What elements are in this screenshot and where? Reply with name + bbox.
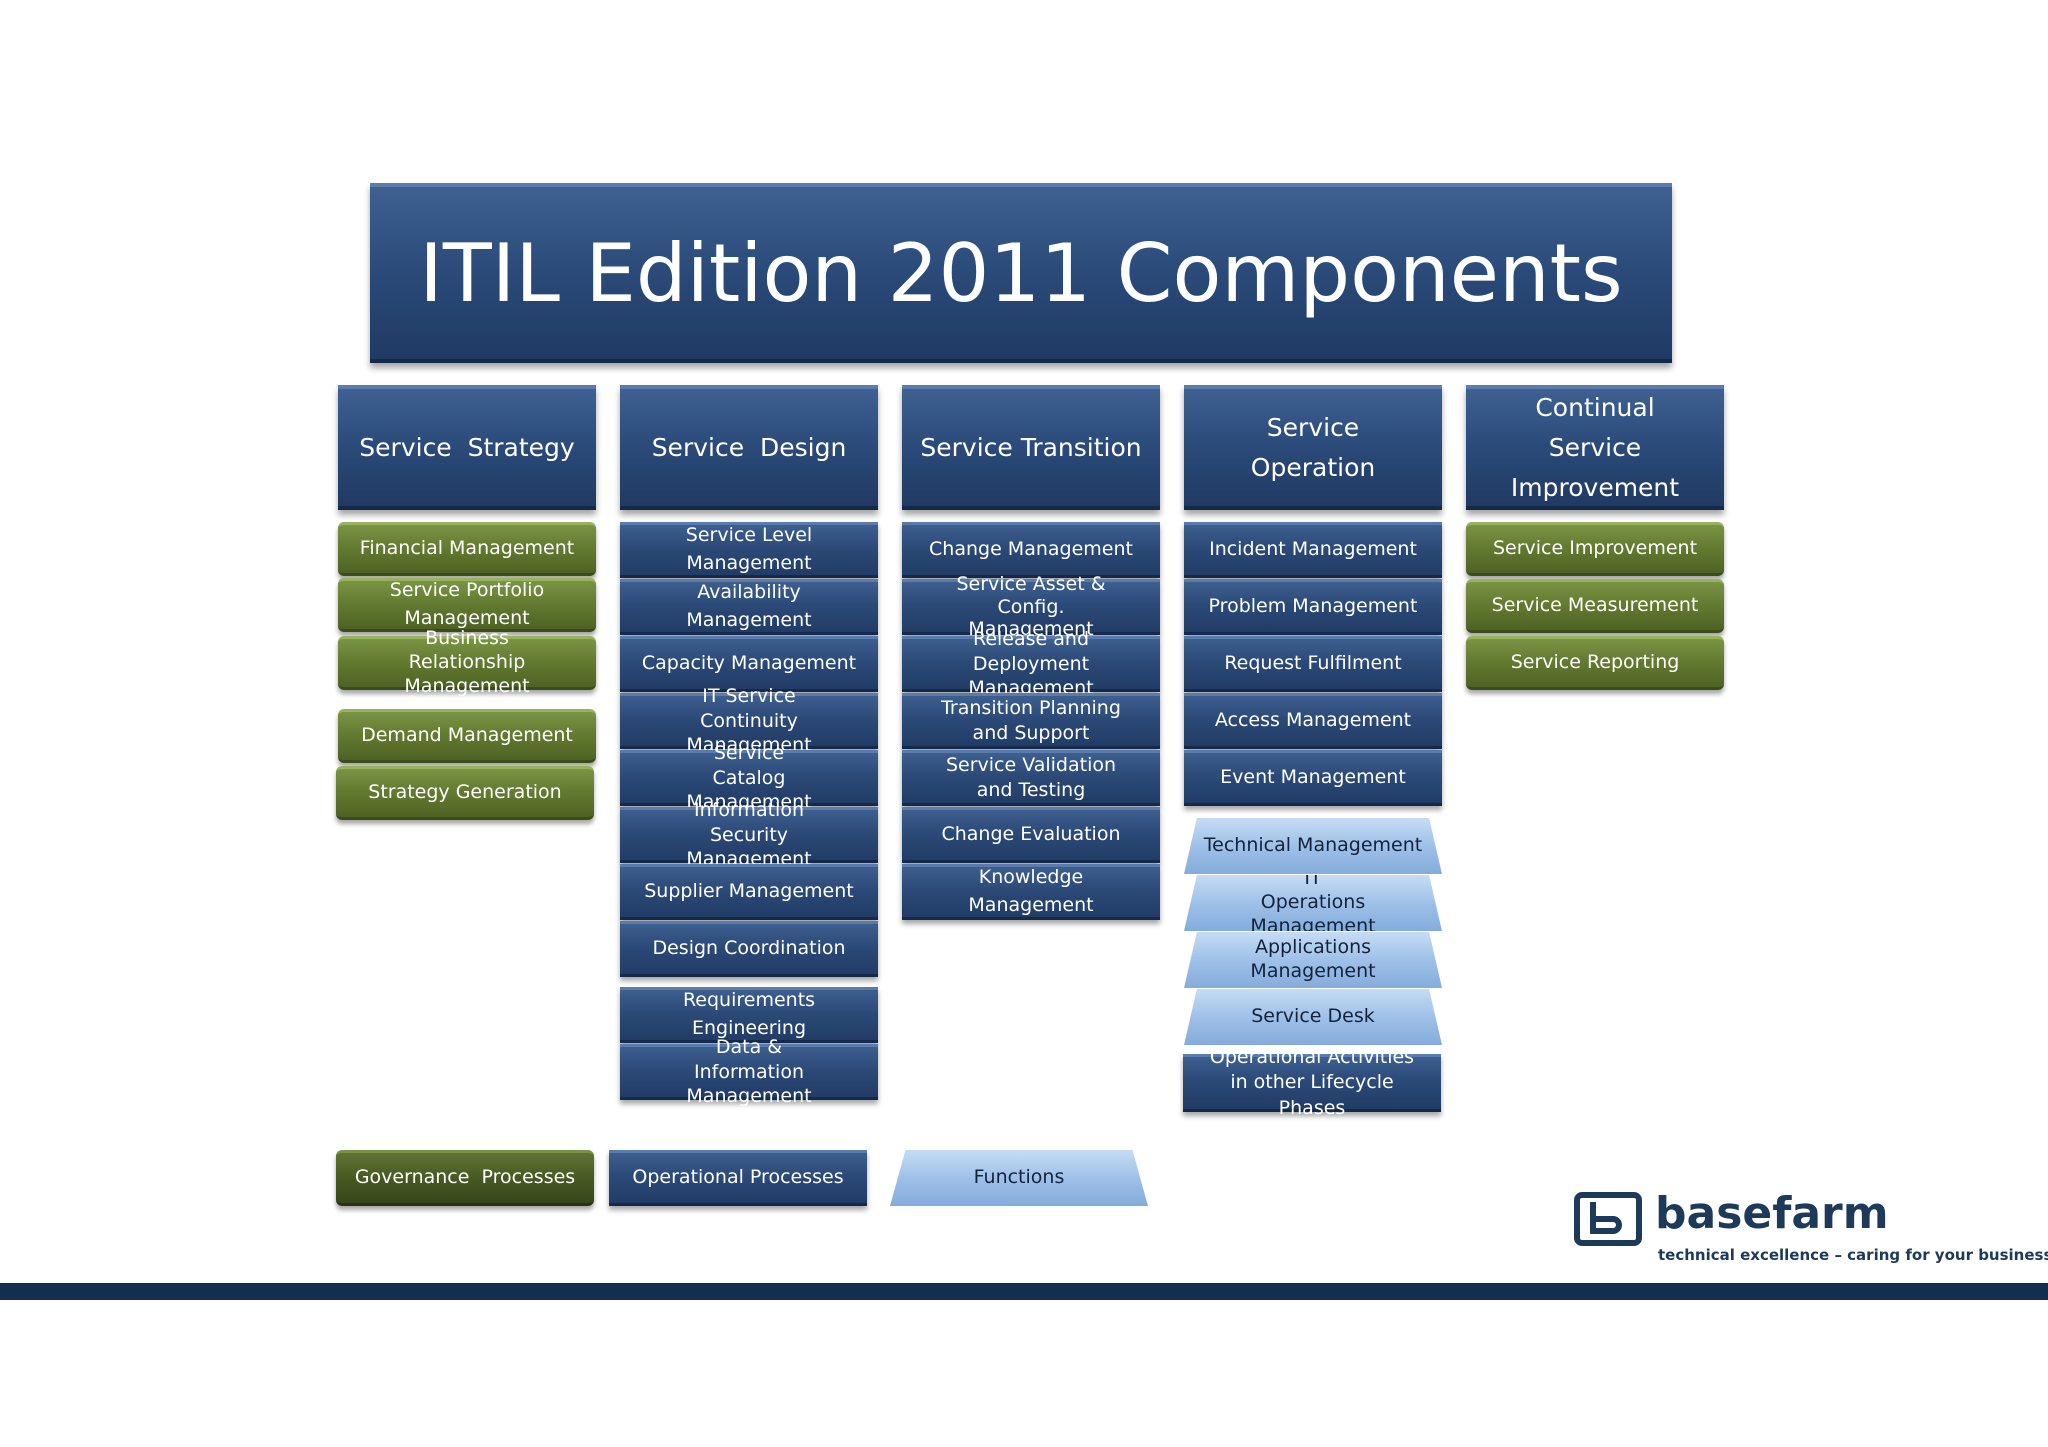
- title-banner: [370, 183, 1672, 363]
- item-service-level-management: Service Level Management: [620, 522, 878, 578]
- item-problem-management: Problem Management: [1184, 579, 1442, 635]
- item-transition-planning-support: Transition Planning and Support: [902, 693, 1160, 749]
- item-service-asset-config-management: Service Asset & Config. Management: [902, 573, 1160, 640]
- item-change-evaluation: Change Evaluation: [902, 807, 1160, 863]
- legend-governance-processes: Governance Processes: [336, 1150, 594, 1206]
- item-change-management: Change Management: [902, 522, 1160, 578]
- item-supplier-management: Supplier Management: [620, 864, 878, 920]
- header-service-strategy: Service Strategy: [338, 385, 596, 510]
- item-service-validation-testing: Service Validation and Testing: [902, 750, 1160, 806]
- item-demand-management: Demand Management: [338, 709, 596, 763]
- item-event-management: Event Management: [1184, 750, 1442, 806]
- item-business-relationship-management: Business Relationship Management: [338, 627, 596, 697]
- item-financial-management: Financial Management: [338, 522, 596, 576]
- function-it-operations-management: IT Operations Management: [1184, 875, 1442, 931]
- item-availability-management: Availability Management: [620, 579, 878, 635]
- footer-bar: [0, 1283, 2048, 1300]
- item-incident-management: Incident Management: [1184, 522, 1442, 578]
- legend-functions: Functions: [890, 1150, 1148, 1206]
- header-service-transition: Service Transition: [902, 385, 1160, 510]
- item-strategy-generation: Strategy Generation: [336, 766, 594, 820]
- brand-tagline: technical excellence – caring for your b…: [1658, 1246, 2048, 1264]
- header-continual-service-improvement: Continual Service Improvement: [1466, 385, 1724, 510]
- function-technical-management: Technical Management: [1184, 818, 1442, 874]
- item-service-portfolio-management: Service Portfolio Management: [338, 578, 596, 632]
- item-requirements-engineering: Requirements Engineering: [620, 987, 878, 1043]
- basefarm-logo-icon: [1574, 1192, 1642, 1246]
- item-release-deployment-management: Release and Deployment Management: [902, 628, 1160, 699]
- item-information-security-management: Information Security Management: [620, 799, 878, 870]
- header-service-design: Service Design: [620, 385, 878, 510]
- function-service-desk: Service Desk: [1184, 989, 1442, 1045]
- function-applications-management: Applications Management: [1184, 932, 1442, 988]
- item-data-information-management: Data & Information Management: [620, 1036, 878, 1107]
- legend-operational-processes: Operational Processes: [609, 1150, 867, 1206]
- item-operational-activities-other-phases: Operational Activities in other Lifecycl…: [1183, 1046, 1441, 1119]
- item-request-fulfilment: Request Fulfilment: [1184, 636, 1442, 692]
- item-capacity-management: Capacity Management: [620, 636, 878, 692]
- item-service-measurement: Service Measurement: [1466, 579, 1724, 633]
- item-service-improvement: Service Improvement: [1466, 522, 1724, 576]
- item-access-management: Access Management: [1184, 693, 1442, 749]
- brand-name: basefarm: [1655, 1188, 1889, 1239]
- item-knowledge-management: Knowledge Management: [902, 864, 1160, 920]
- header-service-operation: Service Operation: [1184, 385, 1442, 510]
- item-service-reporting: Service Reporting: [1466, 636, 1724, 690]
- item-design-coordination: Design Coordination: [620, 921, 878, 977]
- page-title: ITIL Edition 2011 Components: [419, 226, 1623, 320]
